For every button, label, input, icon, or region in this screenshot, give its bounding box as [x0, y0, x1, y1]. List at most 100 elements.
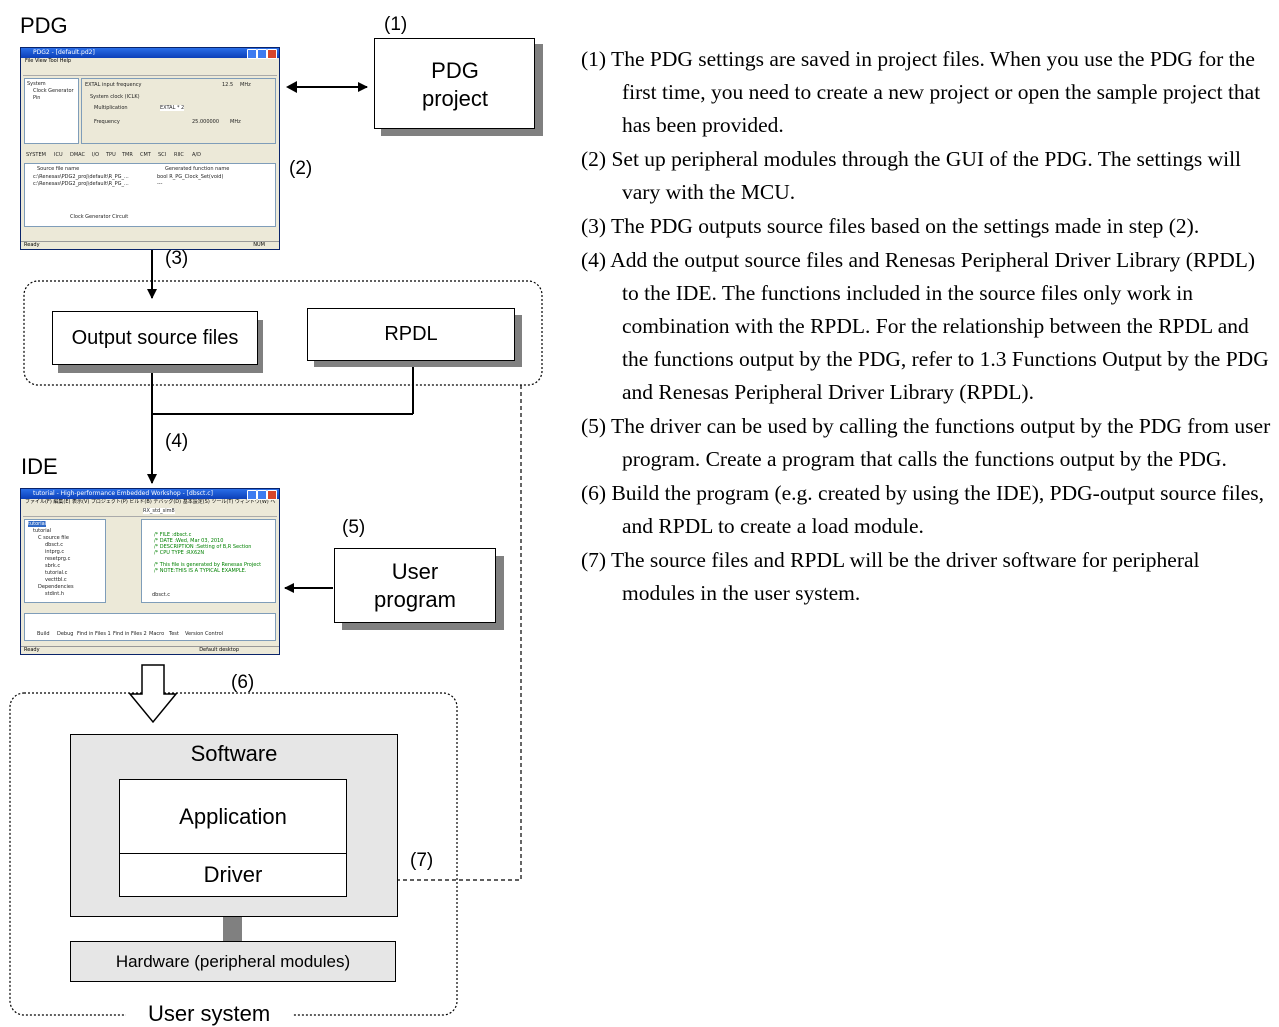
- table-row: bool R_PG_Clock_Set(void): [157, 174, 224, 180]
- pdg-tree-item: System: [27, 81, 46, 87]
- explanation-item: (5) The driver can be used by calling th…: [581, 414, 1271, 471]
- code-line: /* FILE :dbsct.c: [154, 532, 192, 538]
- table-row: ---: [157, 181, 163, 187]
- pdg-title-bar: PDG2 - [default.pd2]: [21, 48, 279, 59]
- pdg-tree-item: Clock Generator: [33, 88, 74, 94]
- extal-frequency-unit: MHz: [240, 82, 251, 88]
- tree-item: tutorial.c: [45, 570, 68, 576]
- table-header: Source file name: [37, 166, 80, 172]
- tree-item: C source file: [38, 535, 69, 541]
- module-tab: A/D: [192, 152, 201, 158]
- ide-toolbar: RX_std_sim8: [23, 507, 277, 517]
- module-tab: TPU: [106, 152, 116, 158]
- output-tab: Test: [169, 631, 179, 637]
- code-line: /* This file is generated by Renesas Pro…: [154, 562, 262, 568]
- user-system-outline: [9, 692, 458, 1016]
- minimize-icon: [247, 490, 257, 500]
- explanation-item: (6) Build the program (e.g. created by u…: [581, 481, 1265, 538]
- ide-workspace-tree: tutorial tutorial C source file dbsct.c …: [24, 519, 106, 603]
- pdg-label: PDG: [20, 13, 68, 38]
- pdg-tree-pane: System Clock Generator Pin: [24, 78, 79, 144]
- explanation-item: (3) The PDG outputs source files based o…: [581, 214, 1200, 238]
- explanation-item: (7) The source files and RPDL will be th…: [581, 548, 1200, 605]
- output-tab: Version Control: [185, 631, 224, 637]
- pdg-project-text: PDG project: [421, 58, 489, 111]
- output-tab: Find in Files 2: [113, 631, 147, 637]
- pdg-output-table: Source file name Generated function name…: [24, 163, 276, 227]
- status-right: NUM: [253, 242, 265, 248]
- editor-tab: dbsct.c: [152, 592, 171, 598]
- system-clock-group: System clock (ICLK): [90, 94, 140, 100]
- maximize-icon: [257, 49, 267, 59]
- explanation-item: (1) The PDG settings are saved in projec…: [581, 47, 1261, 137]
- tree-item: tutorial: [28, 521, 47, 527]
- ide-output-pane: Build Debug Find in Files 1 Find in File…: [24, 613, 276, 641]
- step-2-label: (2): [289, 158, 313, 179]
- maximize-icon: [257, 490, 267, 500]
- step-7-label: (7): [410, 850, 434, 871]
- ide-window-title: tutorial - High-performance Embedded Wor…: [33, 490, 213, 497]
- pdg-module-tabs: SYSTEM ICU DMAC I/O TPU TMR CMT SCI RIIC…: [24, 151, 274, 160]
- tree-item: Dependencies: [38, 584, 74, 590]
- workflow-diagram: PDG IDE (1) (2) (3) (4) (5) (6) (7) PDG …: [0, 0, 560, 1027]
- code-line: /* CPU TYPE :RX62N: [154, 550, 205, 556]
- module-tab: ICU: [54, 152, 63, 158]
- pdg-window-title: PDG2 - [default.pd2]: [33, 49, 95, 56]
- tree-item: dbsct.c: [45, 542, 64, 548]
- code-line: /* DESCRIPTION :Setting of B,R Section: [154, 544, 252, 550]
- rpdl-box: RPDL: [307, 308, 515, 361]
- software-hardware-connector: [223, 915, 242, 941]
- tree-item: vecttbl.c: [45, 577, 67, 583]
- module-tab: I/O: [92, 152, 100, 158]
- status-right: Default desktop: [199, 647, 239, 653]
- step-3-label: (3): [165, 248, 189, 269]
- software-label: Software: [190, 741, 278, 767]
- step-6-arrow: [128, 664, 178, 724]
- output-source-files-box: Output source files: [52, 311, 258, 365]
- multiplication-value: EXTAL * 2: [160, 105, 185, 111]
- output-region-outline: [23, 280, 543, 386]
- module-tab: CMT: [140, 152, 151, 158]
- step-7-dashed-link: [368, 385, 522, 881]
- step-4-label: (4): [165, 431, 189, 452]
- ide-screenshot: tutorial - High-performance Embedded Wor…: [20, 488, 280, 655]
- user-system-label: User system: [126, 1001, 293, 1027]
- ide-label: IDE: [21, 454, 58, 479]
- multiplication-label: Multiplication: [94, 105, 128, 111]
- pdg-toolbar: [23, 66, 277, 76]
- code-line: /* NOTE:THIS IS A TYPICAL EXAMPLE.: [154, 568, 247, 574]
- application-box: Application: [119, 779, 347, 854]
- step-1-label: (1): [384, 14, 408, 35]
- extal-frequency-value: 12.5: [222, 82, 234, 88]
- bottom-tab: Clock Generator Circuit: [70, 214, 129, 220]
- explanation-item: (4) Add the output source files and Rene…: [581, 248, 1269, 404]
- module-tab: RIIC: [174, 152, 184, 158]
- close-icon: [267, 49, 277, 59]
- ide-menu-bar: ファイル(F) 編集(E) 表示(V) プロジェクト(P) ビルド(B) デバッ…: [25, 499, 276, 505]
- minimize-icon: [247, 49, 257, 59]
- build-config-select: RX_std_sim8: [143, 508, 175, 514]
- module-tab: DMAC: [70, 152, 85, 158]
- ide-status-bar: Ready Default desktop: [21, 646, 279, 654]
- status-left: Ready: [24, 647, 40, 653]
- code-line: /* DATE :Wed, Mar 03, 2010: [154, 538, 224, 544]
- tree-item: tutorial: [33, 528, 52, 534]
- step-5-label: (5): [342, 517, 366, 538]
- module-tab: TMR: [122, 152, 133, 158]
- tree-item: resetprg.c: [45, 556, 71, 562]
- table-row: c:\Renesas\PDG2_proj\default\R_PG_...: [33, 174, 129, 180]
- frequency-value: 25.000000: [192, 119, 220, 125]
- user-program-text: User program: [374, 559, 456, 612]
- step-6-label: (6): [231, 672, 255, 693]
- ide-code-editor: /* FILE :dbsct.c /* DATE :Wed, Mar 03, 2…: [141, 519, 276, 603]
- frequency-unit: MHz: [230, 119, 241, 125]
- close-icon: [267, 490, 277, 500]
- ide-title-bar: tutorial - High-performance Embedded Wor…: [21, 489, 279, 500]
- explanation-item: (2) Set up peripheral modules through th…: [581, 147, 1242, 204]
- output-tab: Macro: [149, 631, 165, 637]
- tree-item: stdint.h: [45, 591, 65, 597]
- module-tab: SYSTEM: [26, 152, 46, 158]
- pdg-menu-bar: File View Tool Help: [25, 58, 72, 64]
- table-header: Generated function name: [165, 166, 230, 172]
- frequency-label: Frequency: [94, 119, 120, 125]
